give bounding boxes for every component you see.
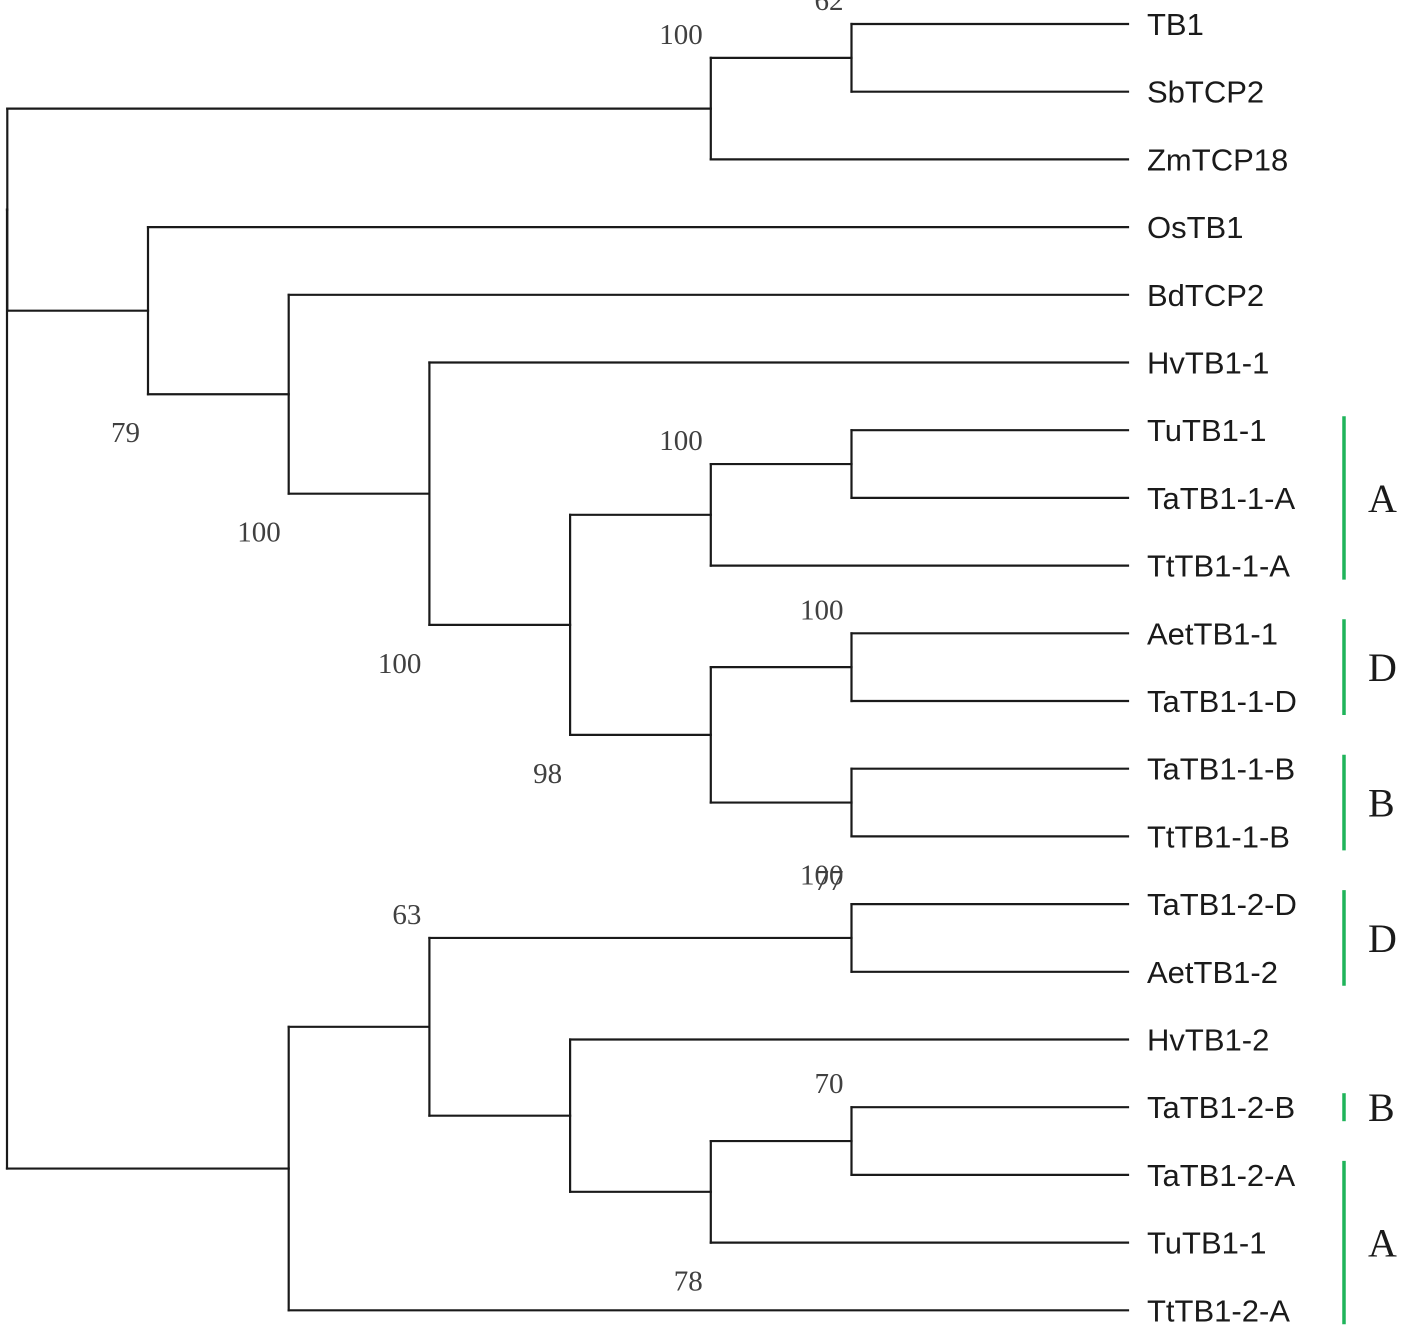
leaf-label: HvTB1-1 xyxy=(1147,346,1269,381)
leaf-label: TaTB1-2-D xyxy=(1147,887,1297,922)
leaf-label: TaTB1-1-B xyxy=(1147,752,1295,787)
bootstrap-value: 78 xyxy=(674,1266,703,1298)
bootstrap-value: 63 xyxy=(392,899,421,931)
leaf-label: TtTB1-1-A xyxy=(1147,549,1290,584)
bootstrap-value: 100 xyxy=(237,517,281,549)
leaf-label: TaTB1-1-A xyxy=(1147,481,1295,516)
subgenome-groups: A D B D B A xyxy=(1342,416,1397,1325)
leaf-label: SbTCP2 xyxy=(1147,75,1264,110)
group-label: D xyxy=(1368,916,1397,961)
bootstrap-values: 62100100100100981001007977707863100 xyxy=(111,0,844,1298)
group-label: D xyxy=(1368,645,1397,690)
bootstrap-value: 77 xyxy=(815,865,844,897)
group-label: A xyxy=(1368,1221,1397,1266)
bootstrap-value: 100 xyxy=(659,425,703,457)
leaf-label: HvTB1-2 xyxy=(1147,1023,1269,1058)
bootstrap-value: 98 xyxy=(533,758,562,790)
leaf-label: AetTB1-2 xyxy=(1147,955,1278,990)
leaf-label: ZmTCP18 xyxy=(1147,142,1288,177)
group-label: A xyxy=(1368,476,1397,521)
group-label: B xyxy=(1368,781,1395,826)
bootstrap-value: 70 xyxy=(815,1068,844,1100)
leaf-label: TtTB1-2-A xyxy=(1147,1293,1290,1328)
leaf-label: TuTB1-1 xyxy=(1147,1226,1266,1261)
leaf-label: OsTB1 xyxy=(1147,210,1243,245)
leaf-label: TaTB1-1-D xyxy=(1147,684,1297,719)
leaf-label: TuTB1-1 xyxy=(1147,413,1266,448)
bootstrap-value: 79 xyxy=(111,417,140,449)
leaf-label: BdTCP2 xyxy=(1147,278,1264,313)
leaf-labels: TB1SbTCP2ZmTCP18OsTB1BdTCP2HvTB1-1TuTB1-… xyxy=(1147,7,1297,1328)
leaf-label: TtTB1-1-B xyxy=(1147,819,1290,854)
bootstrap-value: 100 xyxy=(659,19,703,51)
leaf-label: TaTB1-2-B xyxy=(1147,1090,1295,1125)
leaf-label: TB1 xyxy=(1147,7,1204,42)
group-label: B xyxy=(1368,1085,1395,1130)
leaf-label: TaTB1-2-A xyxy=(1147,1158,1295,1193)
bootstrap-value: 100 xyxy=(378,648,422,680)
tree-branches xyxy=(5,22,1130,1312)
bootstrap-value: 100 xyxy=(800,594,844,626)
bootstrap-value: 62 xyxy=(815,0,844,17)
bootstrap-value: 100 xyxy=(800,859,844,891)
leaf-label: AetTB1-1 xyxy=(1147,616,1278,651)
